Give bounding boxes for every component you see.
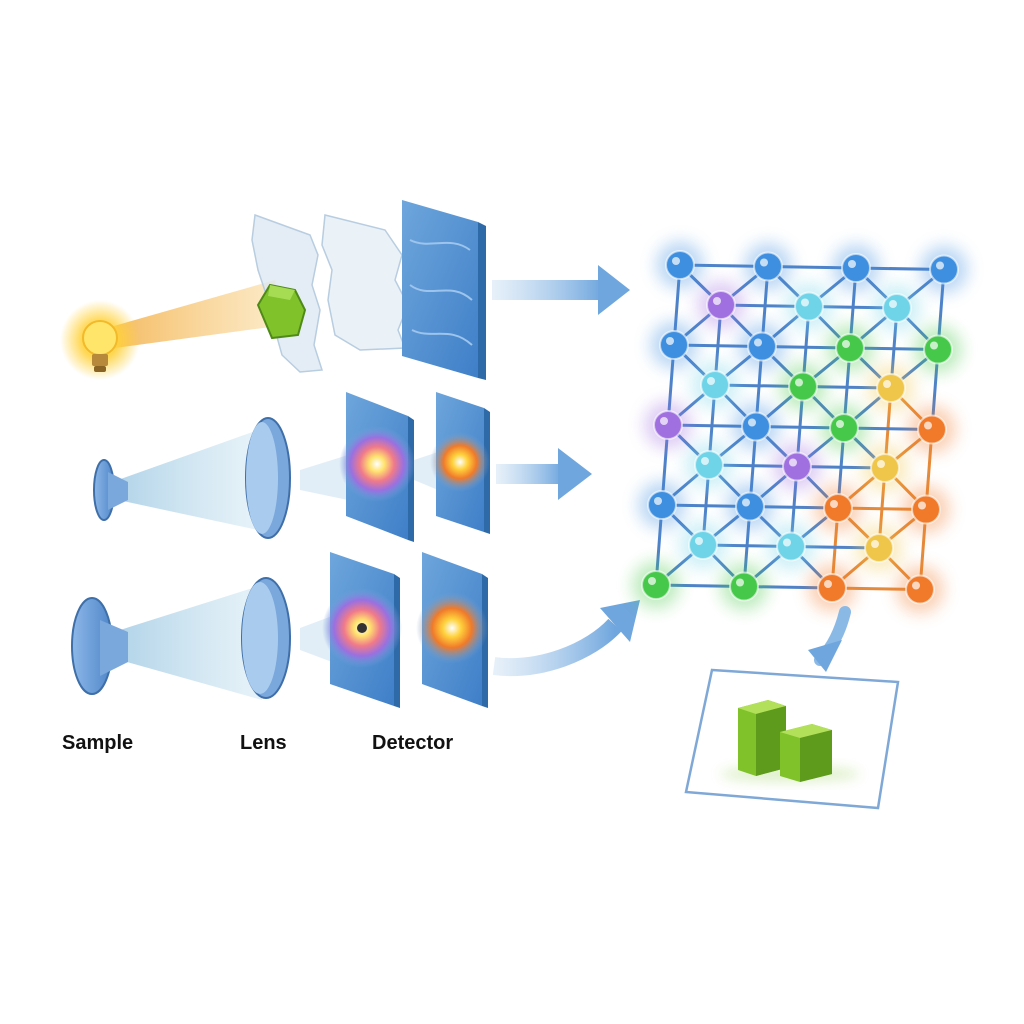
lattice-node	[688, 530, 718, 560]
lattice-node-highlight	[924, 421, 932, 430]
lattice-node-highlight	[801, 298, 809, 307]
lattice-node	[817, 573, 847, 603]
lattice-node	[747, 331, 777, 362]
lattice-node-highlight	[672, 257, 680, 265]
lattice-node-highlight	[713, 297, 721, 305]
translucent-layer-2	[321, 214, 409, 351]
crystal-block-icon	[738, 700, 832, 782]
lattice-node	[741, 411, 771, 442]
beam-to-detector-2	[300, 455, 348, 500]
lattice-node-highlight	[918, 501, 926, 510]
lattice-node-highlight	[889, 300, 897, 308]
detector-panel-row-2b	[430, 392, 490, 534]
lattice-node-highlight	[936, 261, 944, 270]
light-beam	[100, 280, 285, 350]
lattice-node-highlight	[654, 497, 662, 505]
label-lens: Lens	[240, 732, 287, 754]
detector-panel-row-2a	[339, 392, 415, 542]
lattice-node-highlight	[695, 537, 703, 545]
lattice-node	[776, 531, 806, 562]
arrow-to-result	[808, 606, 851, 672]
lattice-node-highlight	[736, 578, 744, 587]
lattice-node	[923, 334, 953, 365]
lattice-node	[659, 330, 689, 360]
lattice-node-highlight	[871, 540, 879, 548]
sample-row-2	[93, 459, 128, 521]
label-detector: Detector	[372, 732, 454, 754]
lattice-node	[735, 491, 765, 522]
lattice-node-highlight	[748, 418, 756, 427]
lattice-node-highlight	[824, 580, 832, 588]
lattice-node-highlight	[742, 498, 750, 507]
lattice-node	[917, 414, 947, 445]
lattice-node-highlight	[660, 417, 668, 425]
light-path-row-2	[93, 392, 592, 542]
lattice-nodes	[641, 250, 959, 605]
lattice-node	[788, 371, 818, 402]
label-sample: Sample	[62, 732, 134, 754]
arrow-row-1	[492, 265, 630, 315]
lattice-node	[782, 451, 812, 482]
beam-cone-3	[120, 585, 262, 700]
light-bulb-icon	[60, 300, 140, 380]
lattice-node-highlight	[848, 260, 856, 268]
result-panel	[684, 668, 900, 810]
lattice-node-highlight	[701, 457, 709, 465]
lattice-node-highlight	[930, 341, 938, 350]
lens-row-3	[241, 577, 291, 699]
lattice-node-highlight	[707, 377, 715, 385]
lattice-node	[794, 291, 824, 322]
lattice-node	[835, 333, 865, 363]
lattice-node	[641, 570, 671, 600]
arrow-row-2	[496, 448, 592, 500]
lattice-node	[665, 250, 695, 280]
lattice-node	[841, 253, 871, 283]
detector-panel-row-3b	[416, 552, 488, 708]
detector-panel-row-3a	[322, 552, 402, 708]
crystal-icon	[256, 283, 307, 340]
beam-cone-2	[118, 430, 258, 530]
lens-row-2	[245, 417, 291, 539]
lattice-node-highlight	[912, 581, 920, 590]
curved-arrow-row-3	[492, 600, 640, 676]
lattice-node-highlight	[760, 258, 768, 267]
lattice-node	[882, 293, 912, 323]
lattice-node-highlight	[666, 337, 674, 345]
lattice-node	[729, 571, 759, 602]
lattice-node	[829, 413, 859, 443]
lattice-node	[929, 254, 959, 285]
lattice-node-highlight	[754, 338, 762, 347]
detector-panel-row-1	[402, 200, 486, 380]
lattice-node-highlight	[789, 458, 797, 467]
lattice-node-highlight	[795, 378, 803, 387]
lattice-node	[653, 410, 683, 440]
lattice-node-highlight	[830, 500, 838, 508]
lattice-node	[823, 493, 853, 523]
lattice-node-highlight	[836, 420, 844, 428]
lattice-node	[647, 490, 677, 520]
light-path-row-3	[71, 552, 640, 708]
lattice-node	[905, 574, 935, 605]
lattice-node	[753, 251, 783, 282]
lattice-node-highlight	[783, 538, 791, 547]
lattice-node	[876, 373, 906, 403]
lattice-node	[911, 494, 941, 525]
sample-row-3	[71, 597, 128, 695]
lattice-node	[694, 450, 724, 480]
light-path-row-1	[60, 200, 630, 380]
lattice-node	[864, 533, 894, 563]
lattice-node-highlight	[842, 340, 850, 348]
lattice-node	[706, 290, 736, 320]
lattice-node-highlight	[648, 577, 656, 585]
lattice-node-highlight	[877, 460, 885, 468]
lattice-node	[870, 453, 900, 483]
lattice-node	[700, 370, 730, 400]
lattice-node-highlight	[883, 380, 891, 388]
